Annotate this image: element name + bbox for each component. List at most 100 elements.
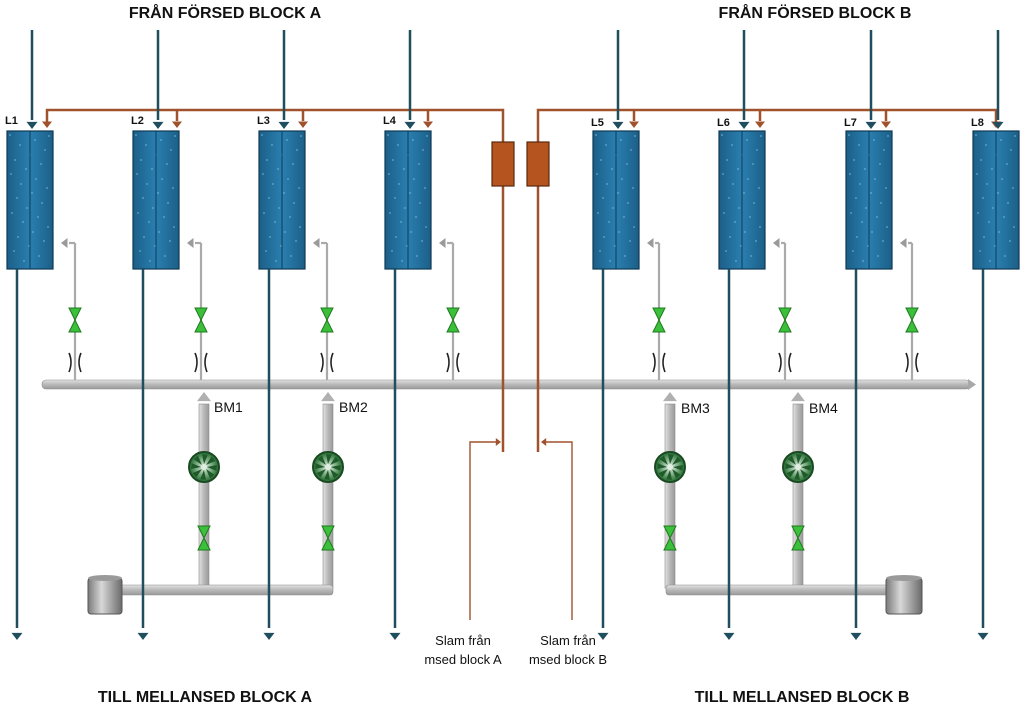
filter-media-grain	[424, 187, 426, 189]
air-valve-2[interactable]	[194, 307, 208, 333]
blower-2[interactable]	[312, 392, 344, 589]
filter-media-grain	[760, 135, 762, 137]
air-valve-3[interactable]	[320, 307, 334, 333]
filter-media-grain	[387, 134, 389, 136]
filter-l1[interactable]	[6, 130, 54, 270]
blower-fan-3-blade	[659, 455, 668, 465]
blower-valve-3[interactable]	[663, 525, 677, 551]
blower-label-bm2: BM2	[339, 399, 368, 415]
filter-media-grain	[606, 183, 608, 185]
blower-4[interactable]	[782, 392, 814, 589]
filter-media-grain	[858, 144, 860, 146]
air-branch-arrow	[439, 238, 446, 248]
filter-media-grain	[722, 173, 724, 175]
filter-media-grain	[283, 192, 285, 194]
filter-l7[interactable]	[845, 130, 893, 270]
filter-media-grain	[410, 231, 412, 233]
blower-fan-1-blade	[207, 465, 217, 471]
blower-fan-1-blade	[191, 463, 201, 469]
filter-media-grain	[34, 139, 36, 141]
filter-media-grain	[729, 236, 731, 238]
filter-l2[interactable]	[132, 130, 180, 270]
filter-media-grain	[614, 245, 616, 247]
air-valve-7-lower	[905, 318, 919, 333]
water-line-8	[977, 30, 1004, 640]
filter-label-l8: L8	[971, 117, 984, 129]
filter-media-grain	[388, 173, 390, 175]
air-valve-1[interactable]	[68, 307, 82, 333]
blower-fan-3[interactable]	[654, 451, 686, 483]
blower-1[interactable]	[188, 392, 220, 589]
filter-media-grain	[865, 207, 867, 209]
filter-media-grain	[856, 236, 858, 238]
filter-media-grain	[976, 173, 978, 175]
air-valve-6[interactable]	[778, 307, 792, 333]
filter-media-grain	[28, 245, 30, 247]
filter-media-grain	[1003, 216, 1005, 218]
air-valve-4-upper	[446, 307, 460, 322]
filter-l8[interactable]	[972, 130, 1020, 270]
filter-media-grain	[154, 245, 156, 247]
filter-media-grain	[623, 216, 625, 218]
filter-media-grain	[609, 260, 611, 262]
filter-media-grain	[137, 212, 139, 214]
filter-media-grain	[426, 135, 428, 137]
filter-media-grain	[1001, 178, 1003, 180]
blower-fan-3-blade	[673, 465, 683, 471]
air-system	[41, 238, 976, 615]
filter-media-grain	[17, 236, 19, 238]
blower-fan-3-blade	[666, 470, 672, 480]
filter-media-grain	[1014, 135, 1016, 137]
blower-fan-4[interactable]	[782, 451, 814, 483]
filter-media-grain	[11, 212, 13, 214]
blower-valve-4[interactable]	[791, 525, 805, 551]
blower-valve-1[interactable]	[197, 525, 211, 551]
filter-media-grain	[164, 255, 166, 257]
air-valve-3-upper	[320, 307, 334, 322]
filter-media-grain	[296, 149, 298, 151]
filter-media-grain	[859, 183, 861, 185]
sludge-drop-arrow	[755, 121, 765, 128]
sludge-label-a-line2: msed block A	[424, 652, 502, 667]
blower-fan-3-blade	[672, 456, 682, 465]
blower-fan-2-blade	[315, 463, 325, 469]
filter-media-grain	[1000, 139, 1002, 141]
filter-media-grain	[862, 260, 864, 262]
filter-media-grain	[738, 207, 740, 209]
blower-fan-1-blade	[192, 469, 202, 478]
blower-3[interactable]	[654, 392, 686, 589]
filter-media-grain	[277, 168, 279, 170]
blower-fan-4-blade	[801, 465, 811, 471]
blower-fan-1[interactable]	[188, 451, 220, 483]
air-valve-4[interactable]	[446, 307, 460, 333]
filter-media-grain	[300, 135, 302, 137]
blower-fan-1-blade	[206, 469, 215, 479]
filter-l4[interactable]	[384, 130, 432, 270]
filter-l3[interactable]	[258, 130, 306, 270]
air-valve-5[interactable]	[652, 307, 666, 333]
filter-media-grain	[621, 178, 623, 180]
air-valve-7[interactable]	[905, 307, 919, 333]
blower-fan-2[interactable]	[312, 451, 344, 483]
filter-media-grain	[874, 178, 876, 180]
filter-media-grain	[753, 202, 755, 204]
filter-media-grain	[286, 139, 288, 141]
sludge-drop-arrow	[629, 121, 639, 128]
filter-l5[interactable]	[592, 130, 640, 270]
filter-l6[interactable]	[718, 130, 766, 270]
filter-media-grain	[32, 231, 34, 233]
filter-media-grain	[998, 231, 1000, 233]
filter-media-grain	[756, 149, 758, 151]
orifice-left	[905, 352, 909, 373]
sludge-pump-b[interactable]	[526, 141, 550, 187]
water-outlet-arrow	[11, 632, 23, 640]
sludge-pump-a[interactable]	[491, 141, 515, 187]
orifice-left	[68, 352, 72, 373]
air-valve-2-lower	[194, 318, 208, 333]
blower-fan-2-blade	[324, 470, 330, 480]
filter-media-grain	[850, 212, 852, 214]
filter-media-grain	[48, 135, 50, 137]
filter-media-grain	[595, 134, 597, 136]
air-valve-3-lower	[320, 318, 334, 333]
blower-valve-2[interactable]	[321, 525, 335, 551]
